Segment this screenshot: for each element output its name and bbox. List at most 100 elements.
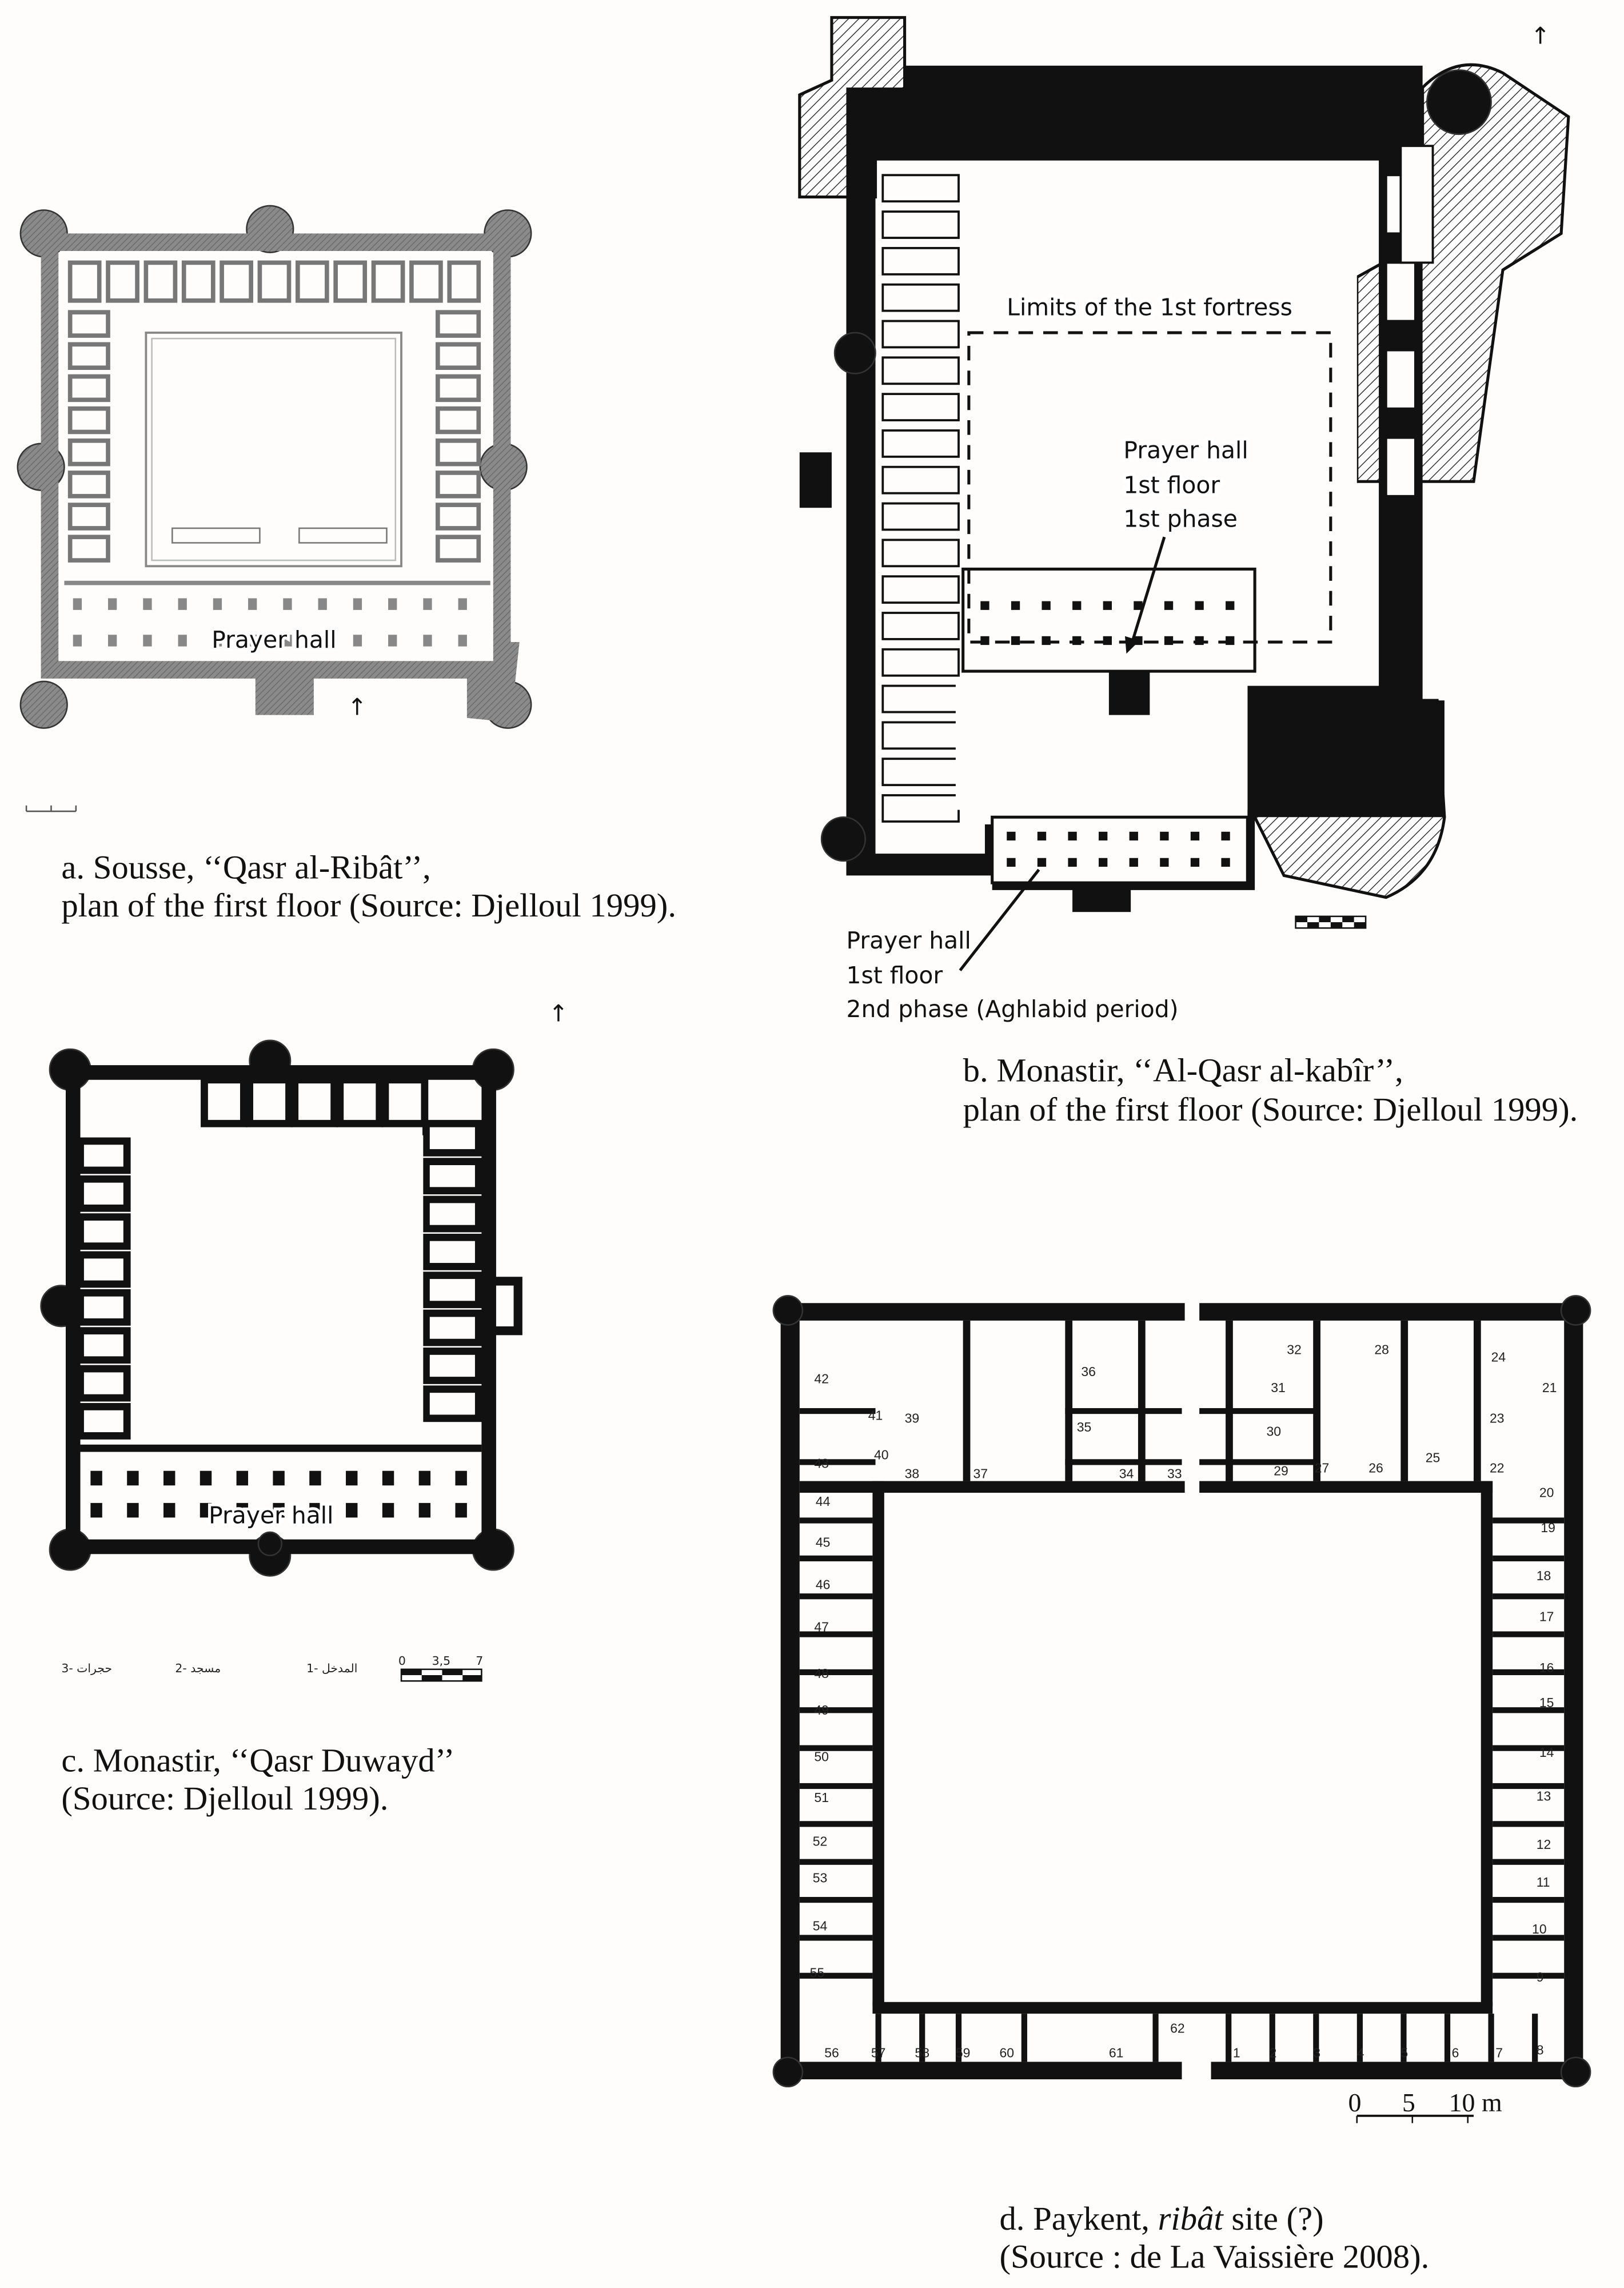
plan-a-pier: [213, 635, 222, 647]
plan-d-room-number: 9: [1537, 1970, 1544, 1984]
plan-d-caption-prefix: d. Paykent,: [999, 2200, 1158, 2237]
plan-d-room-number: 46: [816, 1577, 831, 1592]
plan-d-inner-wall-east: [1481, 1481, 1493, 2007]
plan-a-cell: [436, 342, 481, 370]
plan-b-cell: [881, 246, 960, 276]
plan-d-partition: [799, 1631, 873, 1637]
plan-c-pier: [199, 1470, 212, 1486]
plan-a-pier: [248, 598, 257, 610]
plan-d-partition: [799, 1555, 873, 1561]
plan-c-cells: [77, 1076, 482, 1440]
plan-d-partition: [1493, 1669, 1565, 1676]
plan-d-room-number: 8: [1537, 2043, 1544, 2058]
plan-d-room-number: 36: [1081, 1364, 1096, 1379]
plan-c-pier: [346, 1470, 358, 1486]
plan-a-pier: [178, 598, 187, 610]
plan-a-caption-line2: plan of the first floor (Source: Djellou…: [61, 887, 676, 924]
plan-d-room-number: 50: [814, 1749, 829, 1764]
plan-a-cell: [220, 260, 253, 303]
plan-a-cell: [67, 471, 110, 499]
plan-a-outer-wall: [41, 233, 520, 723]
plan-c-cell: [77, 1327, 131, 1364]
plan-b-fortress-label: Limits of the 1st fortress: [1007, 293, 1292, 321]
plan-d-room-number: 58: [915, 2046, 929, 2060]
plan-d-partition: [1488, 2014, 1494, 2062]
plan-d-scale-0: 0: [1348, 2088, 1361, 2117]
plan-b-hall2-room: [991, 815, 1249, 884]
plan-b-hall2-line3: 2nd phase (Aghlabid period): [846, 995, 1178, 1023]
plan-d-partition: [1493, 1972, 1565, 1979]
plan-c-cell: [201, 1076, 248, 1127]
plan-b-cell: [881, 465, 960, 495]
plan-b-cell: [881, 174, 960, 203]
plan-d-room-number: 11: [1537, 1875, 1550, 1890]
plan-b-pier: [1160, 858, 1169, 867]
plan-d-room-number: 10: [1532, 1922, 1547, 1936]
plan-b-hall1-line1: Prayer hall: [1123, 436, 1248, 464]
plan-d-outer-wall: [780, 1303, 1583, 2080]
plan-a-prayer-hall-label: Prayer hall: [212, 626, 336, 653]
plan-d-tower: [772, 2056, 804, 2088]
plan-d-partition: [1269, 2014, 1275, 2062]
plan-d-inner-wall-north-e: [1199, 1481, 1493, 1493]
plan-a-cell: [295, 260, 329, 303]
plan-c-pier: [127, 1470, 139, 1486]
plan-c-pier: [309, 1502, 321, 1518]
plan-b-towers: [799, 69, 1492, 862]
plan-b-caption-line2: plan of the first floor (Source: Djellou…: [963, 1091, 1578, 1128]
plan-b-hall1-line3: 1st phase: [1123, 505, 1237, 532]
plan-d-room-number: 18: [1537, 1568, 1551, 1583]
plan-c-scale-0: 0: [398, 1654, 406, 1668]
plan-c-monastir-qasr-duwayd: Prayer hall ↑ 1- المدخل 2- مسجد 3- حجرات…: [40, 1000, 568, 1817]
plan-d-partition: [1493, 1745, 1565, 1751]
plan-d-partition: [1152, 2014, 1159, 2062]
plan-d-partition: [1065, 1408, 1182, 1414]
plan-d-partition: [1065, 1459, 1182, 1465]
plan-c-scale-mid: 3,5: [432, 1654, 450, 1668]
plan-b-monastir-qasr-kabir: Limits of the 1st fortress Prayer hall 1…: [798, 16, 1578, 1128]
plan-a-cell: [447, 260, 481, 303]
plan-b-pier: [1099, 831, 1108, 841]
plan-a-stair-right: [298, 527, 388, 544]
plan-d-partition: [799, 1408, 876, 1414]
plan-b-pier: [1134, 601, 1143, 610]
plan-d-partition: [1493, 1859, 1565, 1865]
plan-d-tower: [772, 1295, 804, 1326]
plan-c-prayer-hall: [80, 1444, 482, 1557]
plan-a-hall-wall: [64, 580, 490, 585]
plan-a-cell: [67, 374, 110, 402]
plan-b-cell: [881, 320, 960, 349]
plan-d-room-number: 2: [1270, 2046, 1277, 2060]
plan-d-wall: [799, 1481, 880, 1493]
plan-d-partition: [1493, 1707, 1565, 1713]
plan-a-cell: [143, 260, 178, 303]
plan-d-partition: [1199, 1408, 1316, 1414]
plan-c-legend-2: 2- مسجد: [175, 1661, 221, 1675]
plan-d-partition: [963, 1320, 971, 1481]
plan-c-pier: [127, 1502, 139, 1518]
plan-b-pier: [1226, 601, 1235, 610]
plan-b-pier: [1221, 831, 1230, 841]
plan-c-annex: [493, 1277, 522, 1336]
plan-a-cell: [436, 438, 481, 467]
plan-b-cell: [881, 575, 960, 604]
plan-d-partition: [799, 1745, 873, 1751]
plan-c-cell: [336, 1076, 384, 1127]
plan-c-pier: [236, 1502, 249, 1518]
plan-d-partition: [1313, 1320, 1320, 1481]
plan-c-cell: [381, 1076, 429, 1127]
plan-c-cell: [422, 1233, 482, 1270]
plan-a-cell: [436, 374, 481, 402]
plan-d-scale-10m: 10 m: [1449, 2088, 1502, 2117]
plan-a-pier: [388, 635, 397, 647]
plan-c-legend-3: 3- حجرات: [61, 1661, 112, 1675]
plan-a-pier: [318, 598, 327, 610]
plan-c-cell: [246, 1076, 293, 1127]
plan-c-pier: [163, 1470, 175, 1486]
plan-c-cell: [422, 1348, 482, 1384]
plan-c-pier: [455, 1502, 467, 1518]
plan-c-cell: [77, 1251, 131, 1288]
plan-a-scale-bar: [25, 805, 77, 812]
